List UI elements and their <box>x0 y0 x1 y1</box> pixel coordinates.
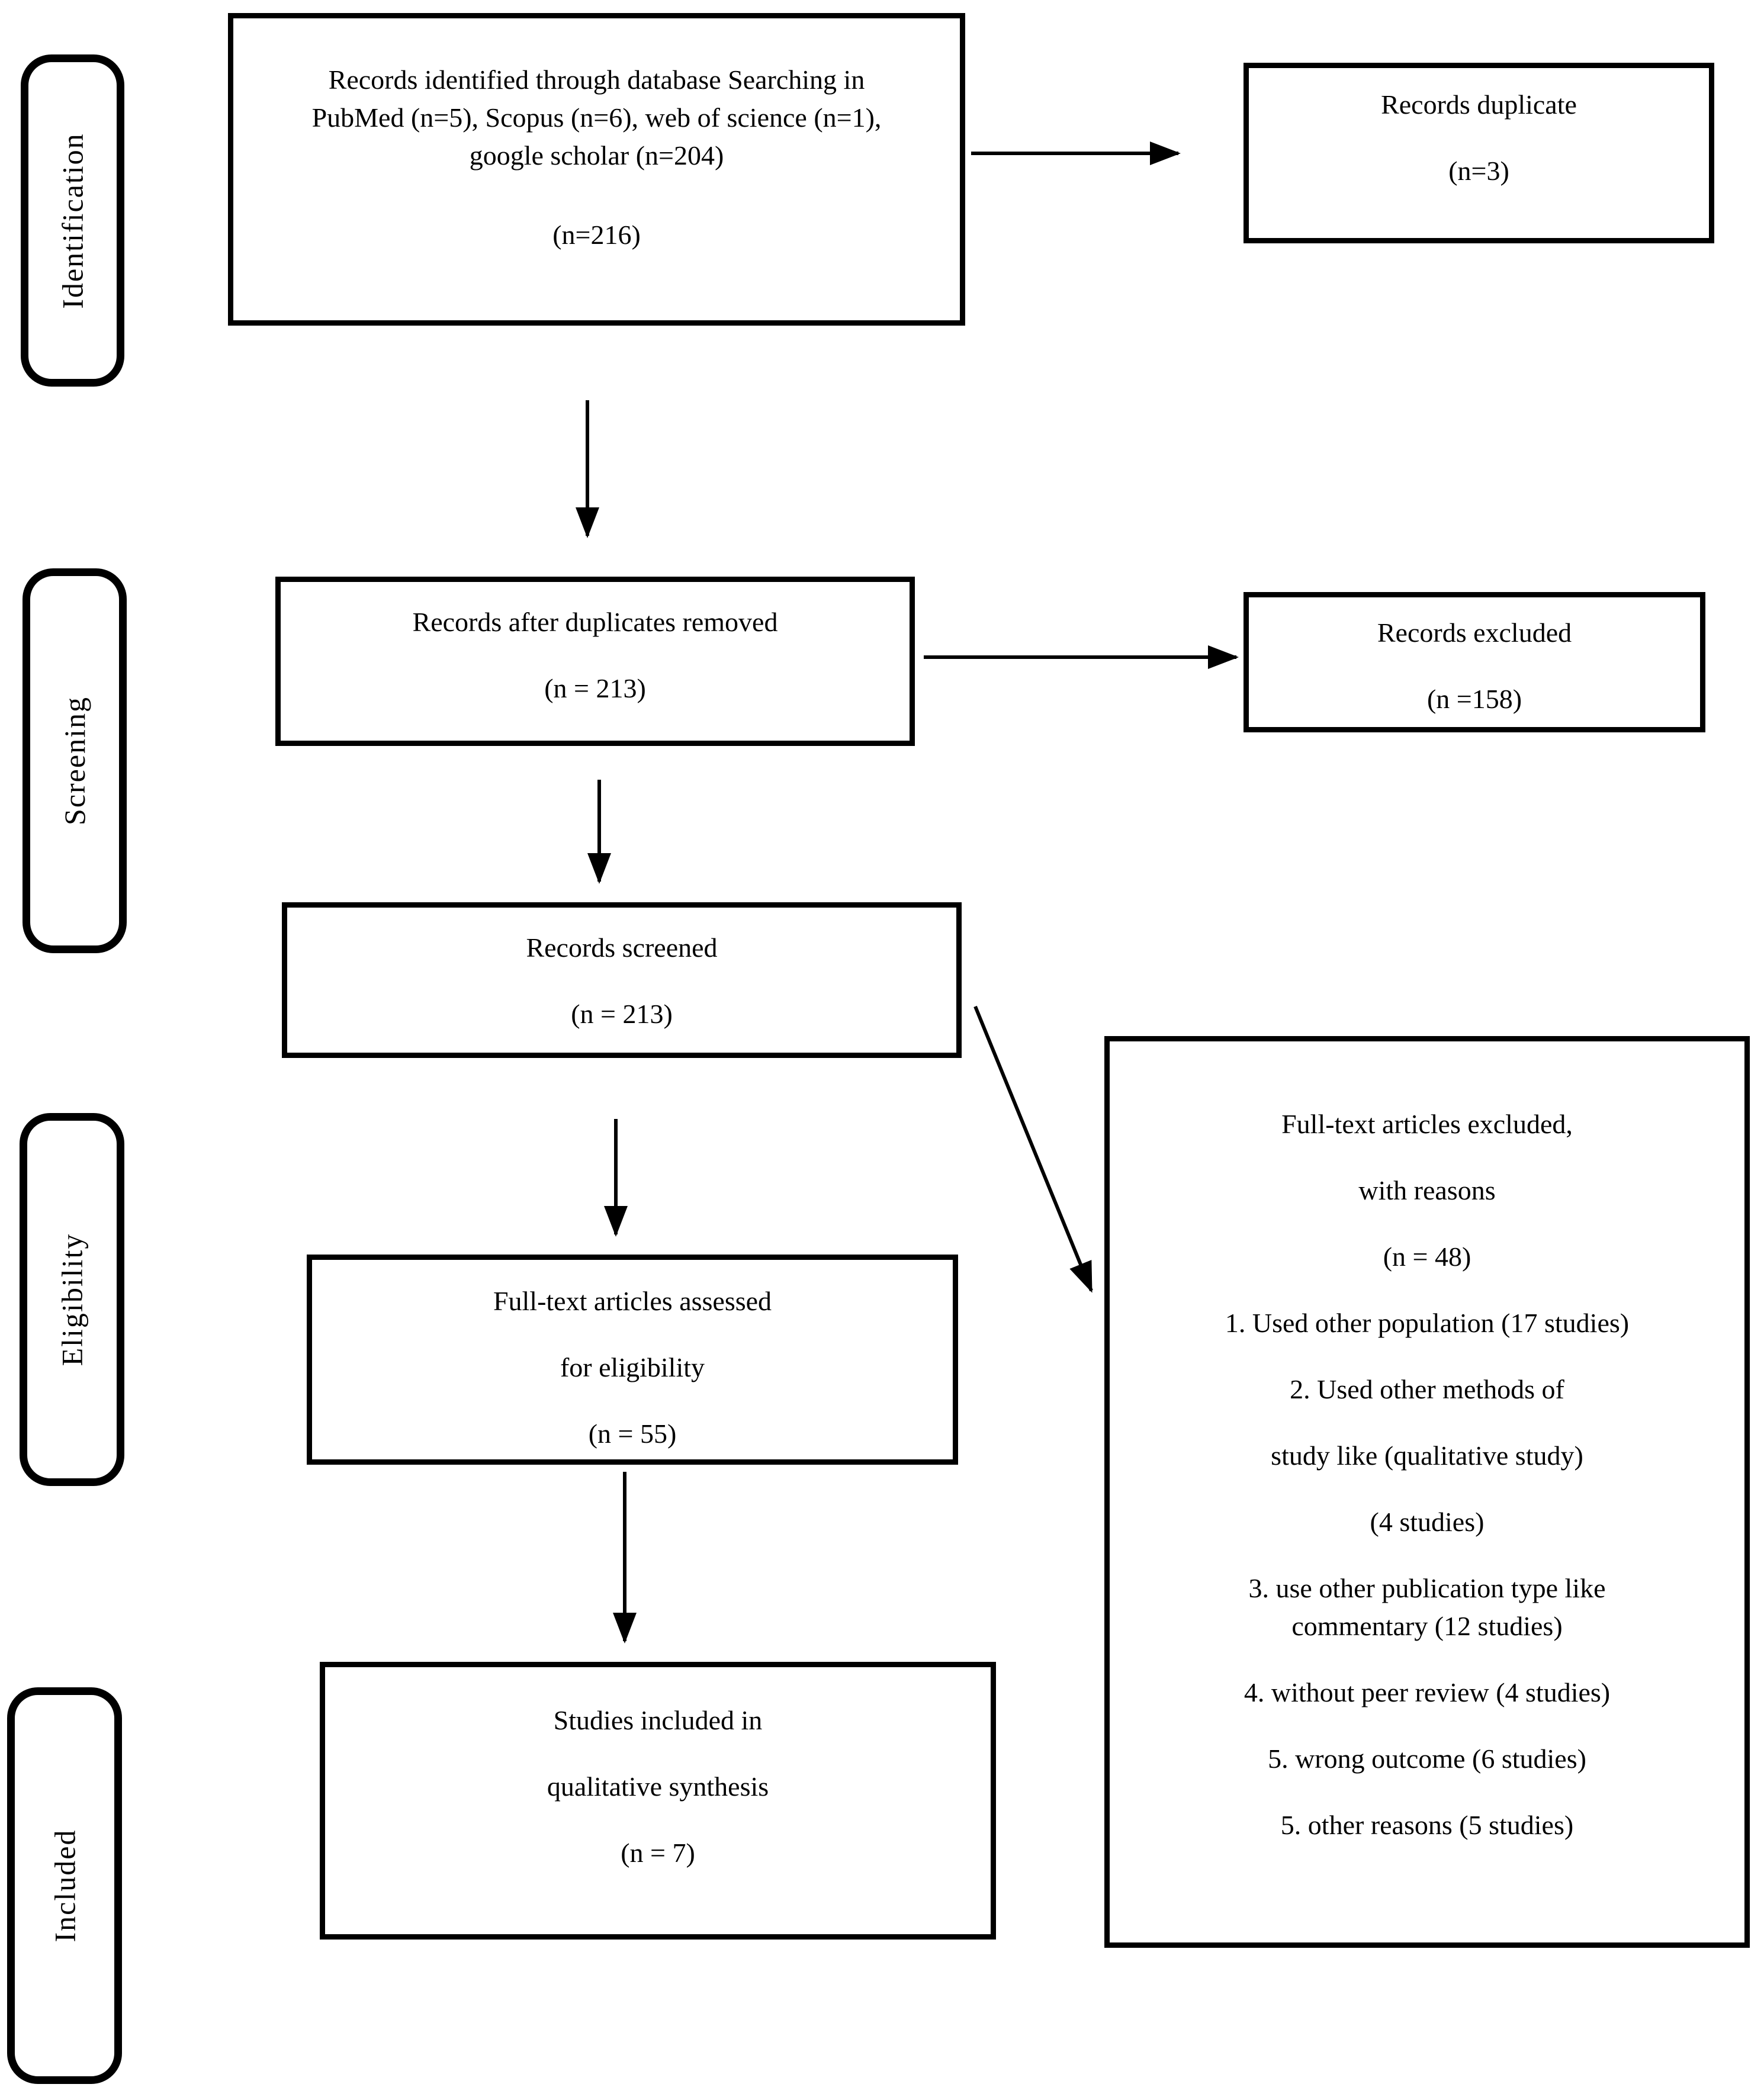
box-count: (n = 48) <box>1383 1242 1471 1272</box>
box-text-line: Records duplicate <box>1381 89 1577 120</box>
box-text-line: qualitative synthesis <box>547 1771 769 1802</box>
box-text-line: Records excluded <box>1377 617 1572 648</box>
box-count: (n = 213) <box>571 999 673 1029</box>
exclusion-reason: (4 studies) <box>1370 1507 1485 1537</box>
box-text-line: Records screened <box>526 932 718 963</box>
exclusion-reason: 1. Used other population (17 studies) <box>1225 1308 1630 1338</box>
exclusion-reason: 4. without peer review (4 studies) <box>1244 1677 1611 1707</box>
stage-label: Identification <box>56 132 89 309</box>
box-records-after-duplicates: Records after duplicates removed (n = 21… <box>275 577 915 746</box>
exclusion-reason: 2. Used other methods of <box>1290 1374 1564 1404</box>
box-records-excluded: Records excluded (n =158) <box>1244 592 1705 732</box>
exclusion-reason: 5. other reasons (5 studies) <box>1280 1810 1574 1840</box>
exclusion-reason: study like (qualitative study) <box>1271 1440 1583 1471</box>
box-count: (n = 213) <box>544 673 646 703</box>
box-count: (n =158) <box>1426 684 1522 714</box>
box-text-line: for eligibility <box>560 1352 705 1382</box>
box-text-line: Full-text articles excluded, <box>1281 1109 1573 1139</box>
stage-tab-screening: Screening <box>23 568 127 953</box>
box-count: (n=216) <box>552 220 641 250</box>
box-text-line: google scholar (n=204) <box>469 140 724 171</box>
box-records-identified: Records identified through database Sear… <box>228 13 965 326</box>
box-text-line: Records after duplicates removed <box>412 607 778 637</box>
stage-tab-eligibility: Eligibility <box>20 1113 124 1486</box>
box-records-screened: Records screened (n = 213) <box>282 902 962 1058</box>
exclusion-reason: 5. wrong outcome (6 studies) <box>1268 1744 1586 1774</box>
stage-label: Eligibility <box>55 1233 89 1366</box>
stage-tab-included: Included <box>7 1687 122 2084</box>
stage-tab-identification: Identification <box>21 54 124 387</box>
box-text-line: Full-text articles assessed <box>493 1286 772 1316</box>
box-fulltext-assessed: Full-text articles assessed for eligibil… <box>307 1255 958 1465</box>
box-records-duplicate: Records duplicate (n=3) <box>1244 63 1714 243</box>
stage-label: Included <box>48 1829 81 1942</box>
box-text-line: Records identified through database Sear… <box>328 65 865 95</box>
box-count: (n = 7) <box>621 1838 695 1868</box>
stage-label: Screening <box>58 696 91 825</box>
box-text-line: PubMed (n=5), Scopus (n=6), web of scien… <box>311 102 882 133</box>
box-text-line: with reasons <box>1358 1175 1496 1205</box>
exclusion-reason: 3. use other publication type like comme… <box>1248 1573 1606 1641</box>
box-fulltext-excluded-reasons: Full-text articles excluded, with reason… <box>1104 1036 1750 1948</box>
box-count: (n = 55) <box>588 1419 677 1449</box>
box-count: (n=3) <box>1448 156 1509 186</box>
box-studies-included: Studies included in qualitative synthesi… <box>320 1662 996 1940</box>
box-text-line: Studies included in <box>553 1705 763 1735</box>
arrow-screened-to-big-excluded <box>973 1005 1093 1293</box>
